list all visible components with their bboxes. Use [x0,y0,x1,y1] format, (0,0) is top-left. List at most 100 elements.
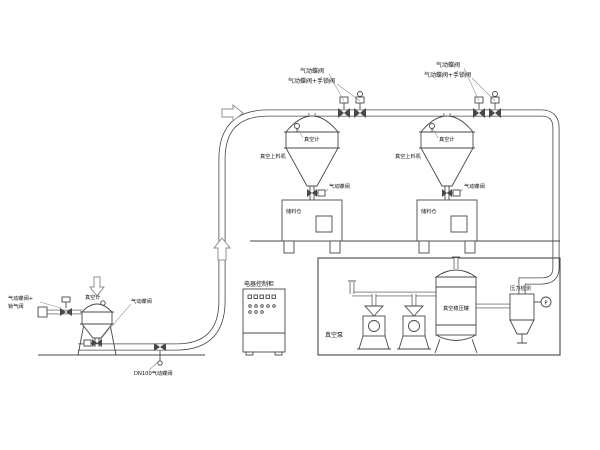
top-valve-icon [473,108,479,118]
button [260,310,264,314]
cabinet-label: 电器控制柜 [244,280,274,288]
top-hand-valve-icon [495,108,501,118]
bin-hatch-right [450,215,468,233]
top-valve-icon [479,108,485,118]
pedestal [329,240,341,254]
pump-label: 真空泵 [325,331,343,339]
vacuum-pump-2 [397,305,431,350]
flow-arrow-up-icon [212,237,232,261]
vacuum-gauge-label: 真空计 [439,135,455,143]
flanges [284,131,340,149]
pump-rotor-icon [408,320,420,332]
pump-room: 真空稳压罐 P 压力检测 真空泵 [317,256,561,356]
button [254,304,258,308]
dome [285,115,339,133]
pedestal [464,240,476,254]
inlet-valve-label-line2: 锁气阀 [8,302,24,310]
storage-bin-left [281,199,343,242]
top-valve-icon [338,108,344,118]
top-hand-valve-label: 气动蝶阀+手锁阀 [424,71,471,79]
pressure-gauge-icon [540,296,552,308]
valve-actuator [61,296,71,303]
pump-inlet-funnel [403,305,425,317]
top-hand-valve-icon [360,108,366,118]
vacuum-gauge-icon [100,300,106,306]
indicator [271,294,276,299]
vacuum-gauge-icon [294,123,300,129]
top-hand-valve-label: 气动蝶阀+手锁阀 [288,77,335,85]
vacuum-gauge-icon [429,123,435,129]
button [272,304,276,308]
bin-hatch-left [315,215,333,233]
inlet-valve-icon [60,308,66,316]
top-valve-label: 气动蝶阀 [300,67,324,75]
vacuum-receiver-right: 气动蝶阀 气动蝶阀+手锁阀 真空计 真空上料机 气动蝶阀 储料仓 [395,61,501,254]
cone [420,147,474,187]
discharge-valve-label: 气动蝶阀 [131,297,152,305]
top-valve-icon [344,108,350,118]
inlet-silencer [37,306,48,318]
feed-arrow-down-icon [88,276,106,297]
tank-rings [436,286,476,326]
equipment-name-label: 真空上料机 [395,152,422,160]
vacuum-receiver-left: 气动蝶阀 气动蝶阀+手锁阀 真空计 真空上料机 气动蝶阀 储料仓 [260,67,366,254]
main-conveying-pipe [78,109,560,351]
valve-actuator [317,189,326,197]
vacuum-pump-1 [357,305,391,350]
vacuum-gauge-label: 真空计 [85,293,101,301]
pump-base [397,335,431,350]
handwheel-icon [357,91,363,97]
pressure-label: 压力检测 [510,284,531,292]
cabinet-foot [245,351,254,356]
inline-filter: P 压力检测 [509,284,552,344]
flanges [419,131,475,149]
pump-room-enclosure [317,257,561,356]
discharge-valve-label: 气动蝶阀 [464,182,485,190]
discharge-valve-icon [307,189,312,197]
top-hand-valve-icon [354,108,360,118]
pedestal [418,240,430,254]
dome [80,303,114,313]
pump-inlet-funnel [363,305,385,317]
cabinet-body [242,288,286,353]
valve-actuator [339,96,349,104]
flanges [80,311,114,325]
button [254,310,258,314]
valve-actuator [83,339,92,347]
button [260,304,264,308]
vacuum-gauge-label: 真空计 [304,135,320,143]
cabinet-foot [274,351,283,356]
top-hand-valve-icon [489,108,495,118]
button [248,310,252,314]
button [266,304,270,308]
indicator [259,294,264,299]
valve-actuator [474,96,484,104]
inlet-valve-label-line1: 气动蝶阀+ [8,294,33,302]
pump-rotor-icon [368,320,380,332]
equipment-name-label: 真空上料机 [260,152,287,160]
handwheel-icon [492,91,498,97]
vacuum-tank: 真空稳压罐 [434,269,478,354]
flow-arrow-right-icon [221,103,244,123]
valve-actuator [355,96,365,104]
indicator [253,294,258,299]
valve-actuator [452,189,461,197]
line-valve-label: DN100气动蝶阀 [134,369,173,377]
indicator [265,294,270,299]
body [81,311,113,325]
dome [420,115,474,133]
top-valve-label: 气动蝶阀 [436,61,460,69]
indicator [247,294,252,299]
inlet-valve-icon [66,308,72,316]
tank-bottom-dome [435,334,477,341]
gauge-letter: P [544,300,547,306]
discharge-valve-icon [442,189,447,197]
button [248,304,252,308]
bin-label: 储料仓 [421,207,437,215]
support-legs [77,323,117,356]
filter-drain [517,334,527,344]
tank-legs [434,338,478,354]
bin-label: 储料仓 [286,207,302,215]
